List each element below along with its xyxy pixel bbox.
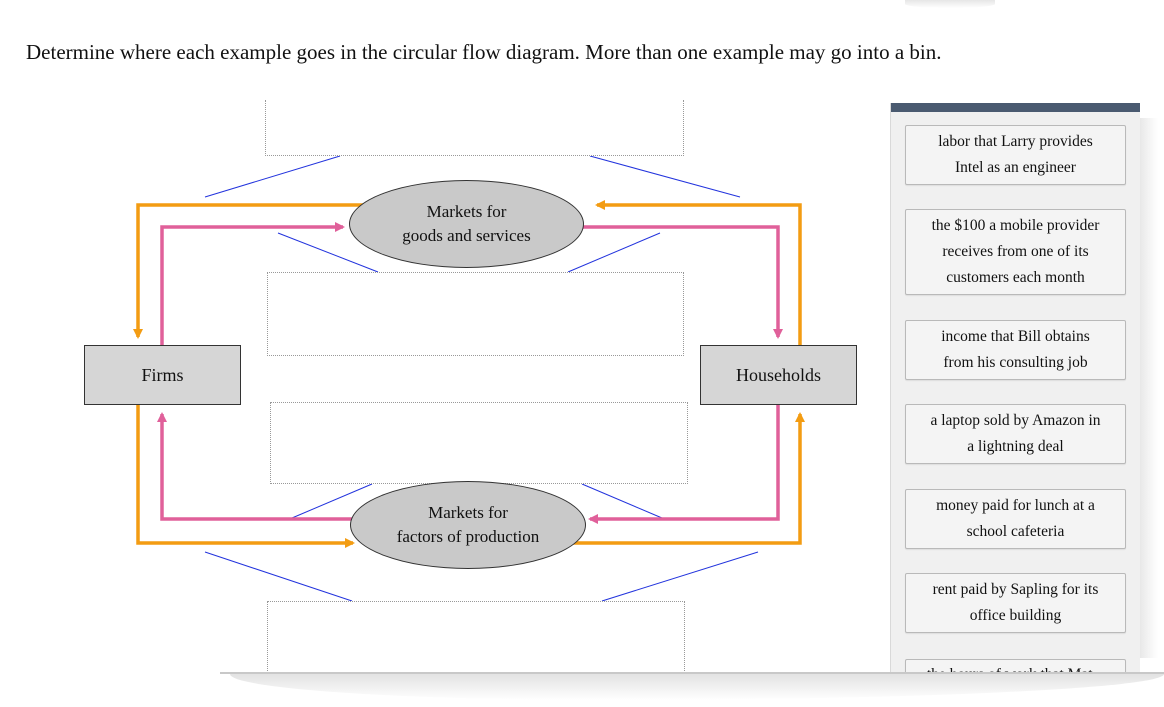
- money-arrow-to-households: [570, 412, 805, 545]
- pointer-line: [277, 232, 379, 273]
- card-text: a lightning deal: [967, 438, 1064, 455]
- card-text: office building: [969, 607, 1062, 624]
- goods-market-bin[interactable]: [267, 272, 684, 356]
- top-bin[interactable]: [265, 100, 684, 156]
- goods-market-line2: goods and services: [402, 226, 531, 245]
- page-edge: [220, 672, 1164, 674]
- money-arrow-from-households: [595, 200, 802, 345]
- pointer-line: [581, 483, 663, 519]
- households-label: Households: [736, 364, 821, 385]
- card-text: the $100 a mobile provider: [931, 217, 1100, 234]
- page-curl-top: [905, 0, 995, 8]
- factor-market-line2: factors of production: [396, 527, 540, 546]
- answer-card-mobile-provider[interactable]: the $100 a mobile provider receives from …: [905, 209, 1126, 295]
- answer-card-sapling-rent[interactable]: rent paid by Sapling for its office build…: [905, 573, 1126, 633]
- card-text: from his consulting job: [943, 354, 1088, 371]
- bottom-bin[interactable]: [267, 601, 685, 681]
- card-text: customers each month: [946, 269, 1085, 286]
- pointer-line: [204, 551, 353, 602]
- card-text: labor that Larry provides: [938, 133, 1093, 150]
- firms-label: Firms: [141, 364, 184, 385]
- card-text: a laptop sold by Amazon in: [930, 412, 1101, 429]
- instruction-text: Determine where each example goes in the…: [26, 40, 942, 64]
- factors-production-market: Markets for factors of production: [350, 481, 586, 569]
- goods-arrow-from-firms: [160, 222, 345, 345]
- card-text: receives from one of its: [942, 243, 1089, 260]
- factor-market-line1: Markets for: [428, 503, 508, 522]
- factors-arrow-to-firms: [157, 412, 355, 521]
- money-arrow-from-firms: [136, 405, 355, 548]
- goods-arrow-to-households: [580, 225, 783, 339]
- answer-card-amazon-laptop[interactable]: a laptop sold by Amazon in a lightning de…: [905, 404, 1126, 464]
- bin-pointer-lines: [204, 155, 759, 602]
- answer-card-school-lunch[interactable]: money paid for lunch at a school cafeteri…: [905, 489, 1126, 549]
- pointer-line: [204, 155, 341, 198]
- card-text: income that Bill obtains: [941, 328, 1090, 345]
- card-text: Intel as an engineer: [955, 159, 1076, 176]
- card-text: rent paid by Sapling for its: [932, 581, 1099, 598]
- panel-header-bar: [891, 103, 1140, 112]
- money-flow-loop: [133, 200, 805, 548]
- goods-services-market: Markets for goods and services: [349, 180, 584, 268]
- factor-market-bin[interactable]: [270, 402, 688, 484]
- goods-flow-loop: [157, 222, 783, 524]
- households-box: Households: [700, 345, 857, 405]
- answer-card-bill-income[interactable]: income that Bill obtains from his consult…: [905, 320, 1126, 380]
- card-text: school cafeteria: [966, 523, 1065, 540]
- card-text: money paid for lunch at a: [936, 497, 1095, 514]
- pointer-line: [291, 483, 373, 519]
- pointer-line: [601, 551, 759, 602]
- firms-box: Firms: [84, 345, 241, 405]
- pointer-line: [567, 232, 661, 273]
- goods-market-line1: Markets for: [426, 202, 507, 221]
- pointer-line: [589, 155, 741, 198]
- money-arrow-to-firms: [133, 203, 365, 339]
- factors-arrow-from-households: [588, 405, 780, 524]
